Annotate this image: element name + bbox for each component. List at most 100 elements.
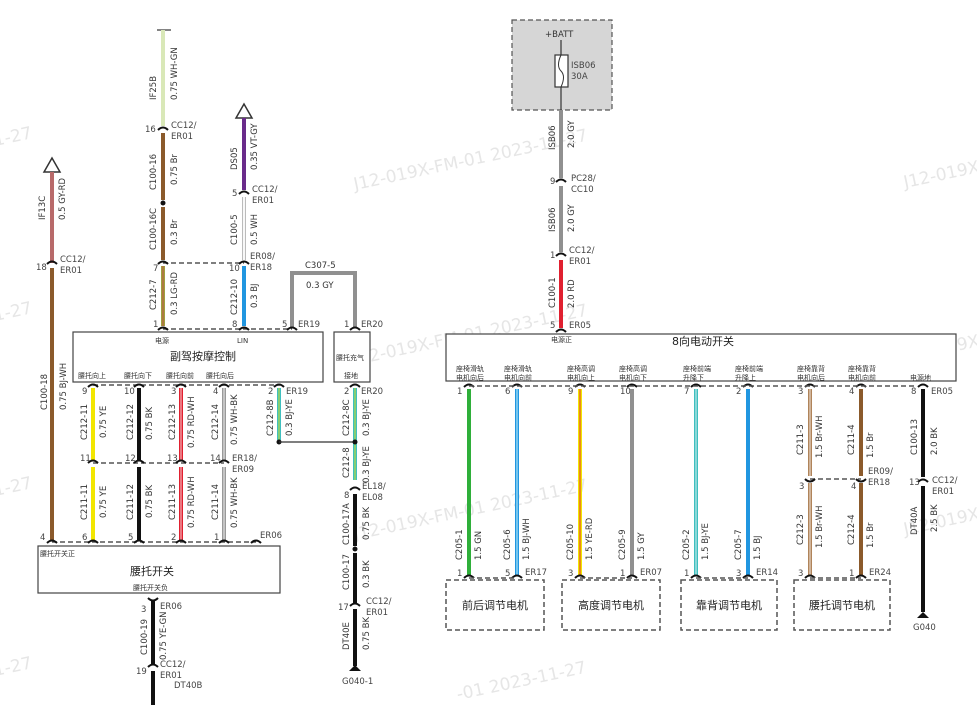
connector-label: CC12/ [60, 255, 86, 265]
watermark: 1-27 [0, 473, 34, 501]
pin-number: 1 [457, 387, 462, 397]
connector-label: ER01 [160, 671, 182, 681]
splice-triangle-icon [234, 102, 254, 119]
pin-number: 8 [232, 320, 237, 330]
pin-number: 5 [128, 533, 133, 543]
pin-number: 6 [82, 533, 87, 543]
connector-icon [690, 383, 702, 388]
connector-label: EL08 [362, 493, 383, 503]
wire-c212-8c: 2 ER20 C212-8C 0.3 BJ-YE C212-8 0.3 BJ-Y… [338, 383, 392, 687]
watermark: 1-27 [0, 123, 34, 151]
massage-output-wires [87, 383, 355, 460]
connector-label: ER14 [756, 568, 778, 578]
wire-c100-13: C100-13 2.0 BK 13 CC12/ ER01 DT40A 2.5 B… [909, 389, 958, 633]
wire-spec: 0.5 GY-RD [58, 177, 68, 220]
circuit-label: C212-11 [80, 404, 90, 440]
pin-label: 升降上 [735, 373, 756, 382]
motor-front-back[interactable]: 前后调节电机 [445, 579, 545, 631]
circuit-label: C205-6 [503, 529, 513, 560]
ground-label: G040 [913, 623, 936, 633]
connector-label: ER01 [171, 132, 193, 142]
pin-number: 10 [124, 387, 135, 397]
module-title: 副驾按摩控制 [170, 349, 236, 363]
pin-number: 8 [344, 491, 349, 501]
fuse-label: ISB06 [571, 61, 596, 71]
pin-number: 3 [736, 569, 741, 579]
wire-spec: 2.0 RD [567, 279, 577, 308]
watermark: -01 2023-11-27 [455, 658, 588, 705]
motor-label: 腰托调节电机 [809, 598, 875, 612]
wire-spec: 1.5 BJ-WH [522, 518, 532, 560]
connector-label: ER09/ [868, 467, 893, 477]
connector-label: CC12/ [932, 476, 958, 486]
circuit-label: C100-18 [40, 374, 50, 410]
motor-backrest[interactable]: 靠背调节电机 [680, 579, 778, 631]
connector-label: CC12/ [366, 597, 392, 607]
pin-number: 3 [798, 569, 803, 579]
connector-icon [157, 260, 169, 265]
connector-label: PC28/ [571, 174, 596, 184]
motor-label: 靠背调节电机 [696, 598, 762, 612]
pin-number: 2 [268, 387, 273, 397]
pin-number: 1 [344, 320, 349, 330]
pin-label: 座椅高调 [567, 364, 595, 373]
pin-label: 座椅靠背 [848, 364, 876, 373]
circuit-label: C100-16 [149, 154, 159, 190]
ground-icon [917, 612, 929, 618]
wire-isb06: ISB06 2.0 GY 9 PC28/ CC10 ISB06 2.0 GY 1… [548, 110, 596, 333]
lumbar-switch-module[interactable]: 腰托开关正 腰托开关 腰托开关负 [37, 545, 281, 594]
connector-icon [626, 574, 638, 579]
circuit-label: C205-7 [734, 529, 744, 560]
connector-label: CC12/ [252, 185, 278, 195]
connector-label: ER18 [250, 263, 272, 273]
wire-spec: 1.5 Br-WH [815, 505, 825, 548]
connector-label: ER20 [361, 320, 383, 330]
lumbar-inflate-module[interactable]: 腰托充气 接地 [333, 331, 371, 383]
pin-number: 12 [125, 454, 136, 464]
module-title: 腰托充气 [336, 353, 364, 362]
8-way-power-switch[interactable]: 电源正 8向电动开关 [445, 333, 957, 382]
ground-label: G040-1 [342, 677, 373, 687]
motor-label: 高度调节电机 [578, 598, 644, 612]
wire-spec: 0.3 GY [306, 281, 334, 291]
wire-c100-18: 18 CC12/ ER01 C100-18 0.75 BJ-WH 4 [36, 255, 86, 543]
wire-ds05: DS05 0.35 VT-GY [230, 102, 260, 190]
connector-icon [238, 260, 250, 265]
wire-spec: 1.5 YE-RD [585, 517, 595, 560]
splice-dot [160, 200, 166, 206]
pin-number: 7 [153, 264, 158, 274]
massage-control-module[interactable]: 电源 LIN 副驾按摩控制 腰托向上 腰托向下 腰托向前 腰托向后 [72, 331, 324, 383]
wire-spec: 2.0 GY [567, 204, 577, 232]
circuit-label: C211-11 [80, 484, 90, 520]
circuit-label: C100-16C [149, 208, 159, 250]
pin-number: 4 [213, 387, 218, 397]
pin-label: 电机向前 [848, 373, 876, 382]
pin-number: 5 [505, 569, 510, 579]
pin-number: 6 [505, 387, 510, 397]
circuit-label: C205-9 [618, 529, 628, 560]
wire-spec: 0.75 BK [362, 507, 372, 540]
pin-number: 5 [282, 320, 287, 330]
motor-height[interactable]: 高度调节电机 [561, 579, 661, 631]
wire-c212-10: C212-10 0.3 BJ 8 [230, 266, 260, 330]
connector-label: ER05 [931, 387, 953, 397]
pin-label: 腰托开关正 [40, 549, 75, 558]
pin-number: 8 [911, 387, 916, 397]
motor-lumbar[interactable]: 腰托调节电机 [793, 579, 891, 631]
circuit-label: C212-12 [126, 404, 136, 440]
pin-label: 电机向前 [504, 373, 532, 382]
pin-label: 腰托开关负 [133, 583, 168, 592]
module-title: 8向电动开关 [672, 334, 734, 348]
circuit-label: C100-17 [342, 554, 352, 590]
pin-number: 4 [849, 387, 854, 397]
pin-number: 11 [80, 454, 91, 464]
pin-number: 14 [210, 454, 221, 464]
pin-number: 5 [550, 321, 555, 331]
circuit-label: C100-19 [140, 619, 150, 655]
circuit-label: C205-2 [682, 529, 692, 560]
wire-spec: 1.5 GY [637, 532, 647, 560]
ground-icon [349, 665, 361, 671]
circuit-label: IF25B [149, 76, 159, 100]
